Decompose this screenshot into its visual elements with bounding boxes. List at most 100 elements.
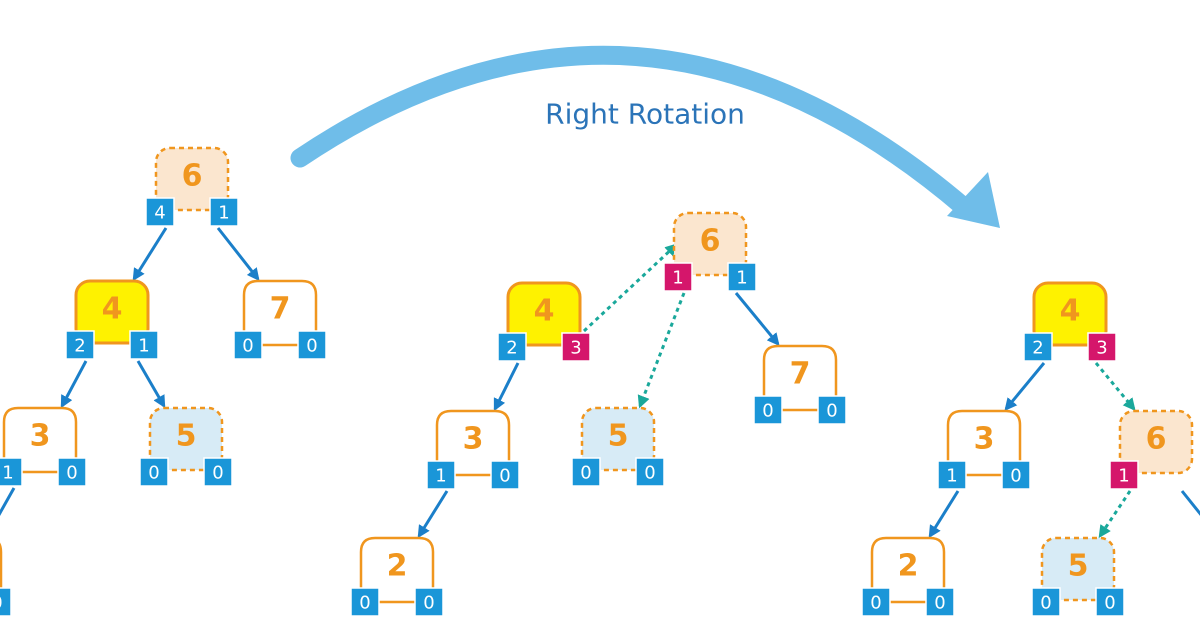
node-value: 4 xyxy=(102,292,123,327)
edge-before-n4-n3 xyxy=(60,360,88,409)
node-value: 3 xyxy=(463,422,484,457)
node-value: 2 xyxy=(387,549,408,584)
node-value: 3 xyxy=(30,419,51,454)
balance-box-left: 4 xyxy=(145,197,175,227)
balance-box-left: 1 xyxy=(426,460,456,490)
tree-node-before-n7: 70 0 xyxy=(233,279,327,360)
balance-box-right: 0 xyxy=(1095,587,1125,617)
balance-value: 0 xyxy=(934,593,945,614)
edge-before-n6-n7 xyxy=(216,227,260,281)
balance-value: 1 xyxy=(138,336,149,357)
balance-box-right: 0 xyxy=(57,457,87,487)
balance-value: 0 xyxy=(148,463,159,484)
node-value: 5 xyxy=(608,419,629,454)
diagram-title: Right Rotation xyxy=(545,98,745,131)
balance-box-left: 1 xyxy=(663,262,693,292)
balance-box-right: 0 xyxy=(635,457,665,487)
balance-box-right: 0 xyxy=(203,457,233,487)
tree-node-after-n6: 61 xyxy=(1109,409,1194,490)
nodes: 6414217003105000611423700310500200423310… xyxy=(0,146,1194,617)
balance-value: 1 xyxy=(672,268,683,289)
balance-value: 0 xyxy=(1040,593,1051,614)
balance-box-right: 0 xyxy=(414,587,444,617)
node-value: 2 xyxy=(898,549,919,584)
tree-node-during-n6: 61 1 xyxy=(663,211,757,292)
node-box xyxy=(506,281,582,347)
node-outline xyxy=(870,536,946,592)
balance-value: 0 xyxy=(0,593,3,614)
balance-value: 0 xyxy=(1104,593,1115,614)
edge-during-n6-n5 xyxy=(637,292,686,409)
tree-node-during-n2: 20 0 xyxy=(350,536,444,617)
node-value: 5 xyxy=(1068,549,1089,584)
node-box xyxy=(74,279,150,345)
node-value: 6 xyxy=(700,224,721,259)
balance-box-left: 0 xyxy=(139,457,169,487)
node-value: 6 xyxy=(1146,422,1167,457)
balance-box-left: 2 xyxy=(497,332,527,362)
balance-box-left: 0 xyxy=(1031,587,1061,617)
node-box xyxy=(1040,536,1116,602)
balance-value: 1 xyxy=(946,466,957,487)
tree-node-after-n5: 50 0 xyxy=(1031,536,1125,617)
balance-box-right: 0 xyxy=(490,460,520,490)
balance-box-left: 1 xyxy=(1109,460,1139,490)
balance-box-right: 0 xyxy=(297,330,327,360)
balance-value: 0 xyxy=(212,463,223,484)
balance-value: 4 xyxy=(154,203,165,224)
balance-value: 0 xyxy=(580,463,591,484)
edges xyxy=(0,227,1200,539)
balance-value: 0 xyxy=(499,466,510,487)
tree-node-during-n5: 50 0 xyxy=(571,406,665,487)
edge-before-n4-n5 xyxy=(136,360,166,409)
node-value: 7 xyxy=(270,292,291,327)
balance-box-left: 0 xyxy=(861,587,891,617)
balance-value: 3 xyxy=(570,338,581,359)
node-value: 6 xyxy=(182,159,203,194)
balance-value: 1 xyxy=(2,463,13,484)
balance-value: 0 xyxy=(359,593,370,614)
node-outline xyxy=(0,542,3,592)
node-outline xyxy=(762,344,838,400)
balance-box-right: 1 xyxy=(727,262,757,292)
tree-node-before-n3: 31 0 xyxy=(0,406,87,487)
balance-value: 3 xyxy=(1096,338,1107,359)
balance-box-right: 3 xyxy=(1087,332,1117,362)
edge-during-n4-n3 xyxy=(493,362,520,412)
node-outline xyxy=(359,536,435,592)
balance-box-left: 2 xyxy=(1023,332,1053,362)
balance-value: 1 xyxy=(435,466,446,487)
node-box xyxy=(148,406,224,472)
node-box xyxy=(1032,281,1108,347)
edge-after-n6-n7 xyxy=(1180,490,1200,516)
balance-box-right: 0 xyxy=(1001,460,1031,490)
edge-before-n3-n2 xyxy=(0,487,16,516)
balance-box-right: 0 xyxy=(0,587,12,617)
balance-value: 1 xyxy=(736,268,747,289)
node-value: 7 xyxy=(790,357,811,392)
edge-after-n4-n3 xyxy=(1004,362,1046,411)
balance-value: 2 xyxy=(74,336,85,357)
balance-value: 0 xyxy=(1010,466,1021,487)
balance-box-left: 2 xyxy=(65,330,95,360)
node-outline xyxy=(946,409,1022,465)
edge-after-n4-n6 xyxy=(1094,362,1136,411)
balance-value: 1 xyxy=(1118,466,1129,487)
node-outline xyxy=(242,279,318,335)
balance-value: 2 xyxy=(1032,338,1043,359)
edge-before-n6-n4 xyxy=(132,227,168,282)
balance-box-left: 1 xyxy=(937,460,967,490)
node-box xyxy=(1118,409,1194,475)
balance-box-left: 0 xyxy=(753,395,783,425)
edge-during-n6-n7 xyxy=(734,292,780,346)
balance-value: 0 xyxy=(242,336,253,357)
balance-box-left: 0 xyxy=(233,330,263,360)
node-value: 4 xyxy=(1060,294,1081,329)
rotation-arrow xyxy=(290,45,1000,228)
edge-during-n3-n2 xyxy=(417,490,449,539)
tree-node-after-n2: 20 0 xyxy=(861,536,955,617)
balance-value: 0 xyxy=(644,463,655,484)
